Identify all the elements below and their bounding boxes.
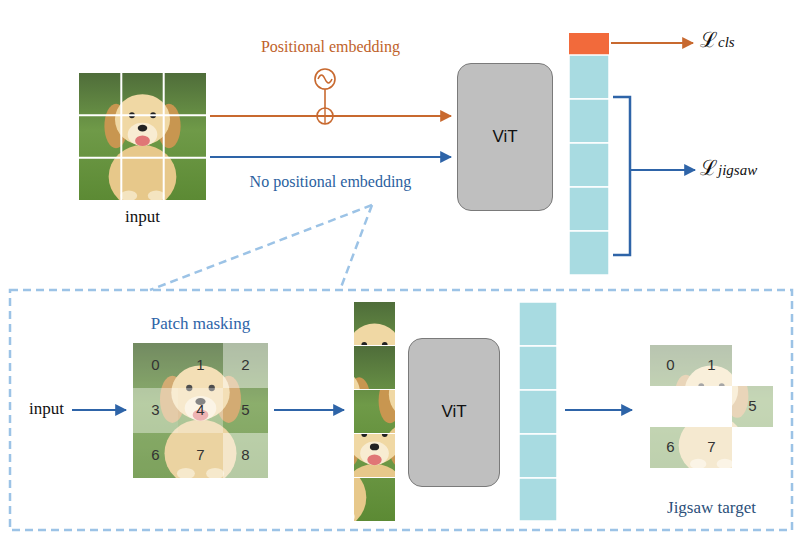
graphic-part (650, 345, 773, 476)
sinusoid-symbol (315, 69, 335, 108)
graphic-part (569, 187, 609, 231)
patch-index: 0 (133, 343, 178, 388)
edge-label: No positional embedding (221, 173, 441, 191)
graphic-part (79, 73, 206, 208)
patch-index: 7 (691, 427, 732, 468)
graphic-part (223, 388, 268, 433)
graphic-part (569, 33, 609, 55)
graphic-part (565, 409, 632, 411)
graphic-part (519, 478, 557, 521)
patch-index: 5 (732, 386, 773, 427)
graphic-part (650, 345, 773, 476)
graphic-part (732, 386, 773, 427)
input-image (79, 73, 206, 208)
model-name: ViT (458, 64, 552, 210)
graphic-part (133, 388, 178, 433)
graphic-part (178, 343, 223, 388)
graphic-part (650, 345, 732, 386)
edge-label: Positional embedding (221, 38, 441, 56)
graphic-part (569, 143, 609, 187)
graphic-part (569, 231, 609, 275)
token-column (519, 302, 557, 521)
target-patches (650, 345, 773, 476)
patch-index: 6 (650, 427, 691, 468)
token-column (569, 33, 609, 275)
graphic-part (72, 409, 126, 411)
graphic-part (340, 205, 372, 290)
patch-index: 1 (691, 345, 732, 386)
image-caption: input (79, 208, 206, 227)
graphic-part (650, 345, 773, 476)
graphic-part (178, 433, 223, 478)
bracket (613, 97, 630, 255)
patch-index: 0 (650, 345, 691, 386)
graphic-part (318, 75, 332, 83)
input-label: input (29, 400, 64, 419)
graphic-part (519, 390, 557, 434)
cls-arrow (611, 42, 693, 44)
graphic-part (315, 69, 335, 89)
graphic-part (650, 345, 773, 476)
patch-index: 6 (133, 433, 178, 478)
model-box: ViT (457, 63, 553, 211)
graphic-part (79, 73, 206, 208)
graphic-part (133, 343, 268, 487)
graphic-part (133, 343, 178, 388)
graphic-part (79, 73, 206, 200)
graphic-part (519, 302, 557, 346)
target-grid: Jigsaw target01567 (650, 345, 773, 468)
graphic-part (650, 345, 773, 476)
graphic-part (133, 343, 268, 487)
graphic-part (650, 427, 732, 468)
image-node: input (79, 73, 206, 200)
loss-label: ℒcls (700, 29, 735, 52)
graphic-part (223, 433, 268, 478)
patch-index: 5 (223, 388, 268, 433)
jigsaw-arrow (630, 169, 695, 171)
graphic-part (150, 205, 372, 290)
model-name: ViT (409, 339, 499, 486)
graphic-part (223, 343, 268, 388)
graphic-part (650, 345, 773, 476)
grid-heading: Jigsaw target (630, 499, 793, 518)
graphic-part (569, 55, 609, 99)
graphic-part (272, 392, 395, 530)
zoom-callout (10, 205, 792, 530)
patch-index: 3 (133, 388, 178, 433)
graphic-part (519, 434, 557, 478)
flow-arrow (210, 156, 451, 158)
loss-label: ℒjigsaw (700, 157, 757, 180)
graphic-part (650, 345, 773, 476)
graphic-part (272, 392, 395, 530)
graphic-part (178, 388, 223, 433)
patch-index: 2 (223, 343, 268, 388)
flow-arrow (210, 115, 451, 117)
graphic-part (10, 290, 792, 530)
patch-index: 1 (178, 343, 223, 388)
patch-grid: Patch masking012345678 (133, 343, 268, 478)
graphic-part (274, 409, 344, 411)
graphic-part (650, 345, 773, 476)
masked-image (133, 343, 268, 487)
graphic-part (133, 433, 178, 478)
graphic-part (650, 345, 773, 476)
graphic-part (519, 346, 557, 390)
patch-index: 4 (178, 388, 223, 433)
graphic-part (324, 89, 326, 108)
patch-index: 7 (178, 433, 223, 478)
grid-heading: Patch masking (113, 315, 288, 334)
graphic-part (650, 345, 773, 476)
graphic-part (569, 99, 609, 143)
model-box: ViT (408, 338, 500, 487)
patch-index: 8 (223, 433, 268, 478)
